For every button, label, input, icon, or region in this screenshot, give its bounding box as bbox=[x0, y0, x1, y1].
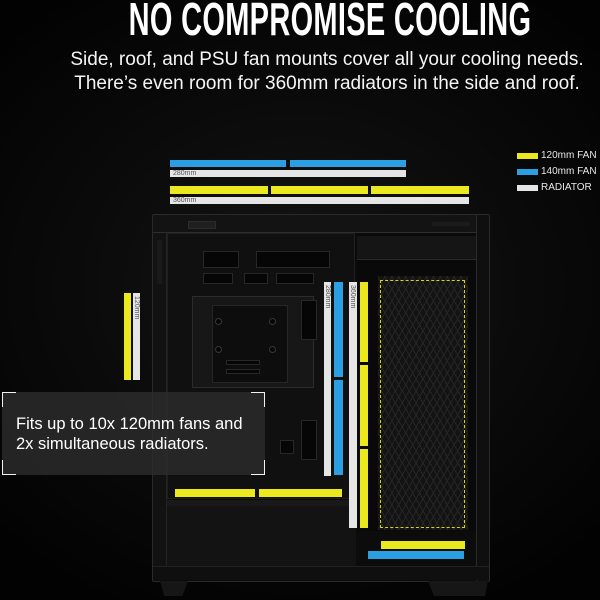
side-360mm-label: 360mm bbox=[349, 285, 356, 309]
side-fan-outline bbox=[380, 280, 465, 528]
roof-360mm-radiator: 360mm bbox=[170, 197, 469, 204]
legend-label: 120mm FAN bbox=[541, 150, 597, 161]
shroud-120mm-fan-2 bbox=[259, 489, 342, 497]
bottom-140mm-fan bbox=[368, 551, 464, 559]
callout-box: Fits up to 10x 120mm fans and 2x simulta… bbox=[2, 392, 265, 475]
case-foot-right bbox=[428, 581, 488, 596]
tray-cutout bbox=[203, 251, 239, 268]
standoff-hole bbox=[269, 346, 276, 353]
side-120mm-fan-1 bbox=[360, 282, 368, 362]
callout-corner bbox=[251, 392, 265, 407]
standoff-hole bbox=[269, 318, 276, 325]
roof-120mm-fan-3 bbox=[371, 186, 469, 194]
side-120mm-fan-3 bbox=[360, 449, 368, 528]
shroud-120mm-fan-1 bbox=[175, 489, 255, 497]
legend-label: 140mm FAN bbox=[541, 166, 597, 177]
rear-slot bbox=[157, 240, 162, 284]
roof-140mm-fan-1 bbox=[170, 160, 286, 167]
side-280mm-label: 280mm bbox=[324, 285, 331, 309]
roof-280mm-radiator: 280mm bbox=[170, 170, 406, 177]
tray-slot bbox=[226, 369, 260, 374]
rear-120mm-radiator: 120mm bbox=[133, 293, 140, 380]
roof-280mm-label: 280mm bbox=[173, 170, 197, 177]
side-120mm-fan-2 bbox=[360, 365, 368, 446]
glass-panel-frame bbox=[476, 215, 489, 581]
roof-120mm-fan-2 bbox=[271, 186, 368, 194]
subtitle-line-1: Side, roof, and PSU fan mounts cover all… bbox=[70, 49, 584, 70]
drive-cage bbox=[357, 236, 476, 260]
callout-line-2: 2x simultaneous radiators. bbox=[16, 435, 209, 453]
standoff-hole bbox=[215, 318, 222, 325]
rear-120mm-fan bbox=[124, 293, 131, 380]
bottom-120mm-fan bbox=[381, 541, 465, 549]
case-base bbox=[153, 566, 489, 580]
page-title: NO COMPROMISE COOLING bbox=[128, 0, 532, 45]
callout-text: Fits up to 10x 120mm fans and 2x simulta… bbox=[16, 414, 243, 454]
rear-120mm-label: 120mm bbox=[133, 296, 140, 320]
roof-140mm-fan-2 bbox=[290, 160, 406, 167]
legend-label: RADIATOR bbox=[541, 182, 592, 193]
psu-shroud bbox=[167, 500, 356, 566]
legend-swatch-120mm-fan bbox=[517, 153, 538, 159]
standoff-hole bbox=[215, 346, 222, 353]
callout-corner bbox=[251, 460, 265, 475]
side-140mm-fan-2 bbox=[334, 380, 343, 475]
top-vent bbox=[432, 222, 470, 226]
case-top-panel bbox=[153, 215, 489, 233]
cable-grommet bbox=[301, 420, 317, 460]
side-280mm-radiator: 280mm bbox=[324, 282, 331, 476]
tray-cutout bbox=[276, 273, 314, 284]
callout-line-1: Fits up to 10x 120mm fans and bbox=[16, 415, 243, 433]
legend-item-radiator: RADIATOR bbox=[517, 182, 599, 195]
case-foot-left bbox=[160, 581, 188, 596]
side-140mm-fan-1 bbox=[334, 282, 343, 377]
cpu-backplate-area bbox=[212, 305, 288, 383]
cable-grommet bbox=[301, 300, 317, 340]
legend-item-120mm-fan: 120mm FAN bbox=[517, 150, 599, 163]
subtitle-line-2: There’s even room for 360mm radiators in… bbox=[74, 73, 580, 94]
side-mesh-panel bbox=[378, 276, 468, 530]
legend-item-140mm-fan: 140mm FAN bbox=[517, 166, 599, 179]
callout-corner bbox=[2, 392, 16, 407]
tray-slot bbox=[226, 360, 260, 365]
tray-cutout bbox=[244, 273, 268, 284]
side-360mm-radiator: 360mm bbox=[349, 282, 357, 528]
callout-corner bbox=[2, 460, 16, 475]
roof-360mm-label: 360mm bbox=[173, 197, 197, 204]
tray-cutout bbox=[256, 251, 330, 268]
psu-shroud-lip bbox=[167, 500, 356, 506]
legend-swatch-140mm-fan bbox=[517, 169, 538, 175]
roof-120mm-fan-1 bbox=[170, 186, 268, 194]
legend-swatch-radiator bbox=[517, 185, 538, 191]
top-io-ports bbox=[188, 221, 216, 229]
tray-cutout bbox=[280, 440, 294, 454]
tray-cutout bbox=[203, 273, 233, 284]
